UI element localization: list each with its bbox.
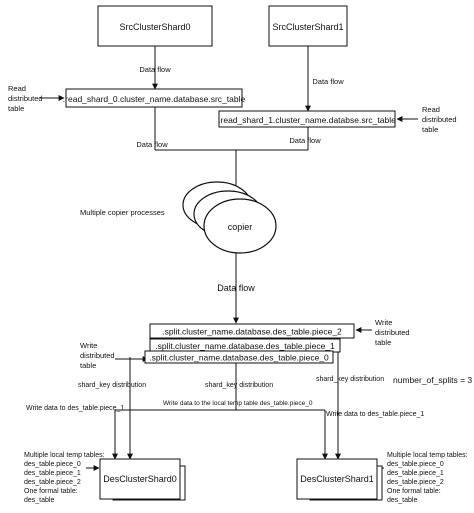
shard-key-left-label: shard_key distribution [78,382,146,389]
multiple-copier-label: Multiple copier processes [80,208,165,217]
split-piece0-label: .split.cluster_name.database.des_table.p… [149,353,329,363]
des-cluster-shard0-box [99,458,181,500]
read-shard0-table-box [65,88,243,108]
connectors [40,46,418,471]
temp-tables-right-note: Multiple local temp tables: des_table.pi… [387,452,470,504]
copier-process-front [203,198,277,254]
write-distributed-left-label: Write distributed table [80,341,117,370]
copier-label: copier [228,222,253,232]
write-piece1-right-label: Write data to des_table.piece_1 [326,411,424,418]
temp-tables-left-note: Multiple local temp tables: des_table.pi… [24,452,107,504]
data-flow-label-1: Data flow [139,65,171,74]
read-shard1-table-box [218,110,396,128]
des-cluster-shard1-box [296,458,378,500]
src-cluster-shard1-box [268,5,348,47]
read-distributed-left-label: Read distributed table [8,84,45,113]
data-flow-main-label: Data flow [217,283,255,293]
shard-key-right-label: shard_key distribution [316,376,384,383]
write-piece1-left-label: Write data to des_table.piece_1 [26,405,124,412]
des-cluster-shard1-label: DesClusterShard1 [300,474,374,484]
number-of-splits-label: number_of_splits = 3 [393,375,472,385]
data-flow-label-3: Data flow [136,140,168,149]
shard-key-mid-label: shard_key distribution [205,382,273,389]
src-cluster-shard0-box [97,5,213,47]
split-piece0-box [144,350,334,364]
write-local-temp-label: Write data to the local temp table des_t… [163,400,313,407]
write-distributed-right-label: Write distributed table [375,318,412,347]
split-piece1-label: .split.cluster_name.database.des_table.p… [155,341,335,351]
src-cluster-shard1-label: SrcClusterShard1 [272,22,343,32]
des-cluster-shard0-label: DesClusterShard0 [103,474,177,484]
data-flow-label-2: Data flow [312,77,344,86]
split-piece2-label: .split.cluster_name.database.des_table.p… [162,327,342,337]
read-distributed-right-label: Read distributed table [422,105,459,134]
read-shard0-table-label: .read_shard_0.cluster_name.database.src_… [63,94,246,104]
split-piece2-box [149,323,355,339]
read-shard1-table-label: .read_shard_1.cluster_name.databse.src_t… [218,115,396,125]
src-cluster-shard0-label: SrcClusterShard0 [119,22,190,32]
data-flow-label-4: Data flow [289,136,321,145]
